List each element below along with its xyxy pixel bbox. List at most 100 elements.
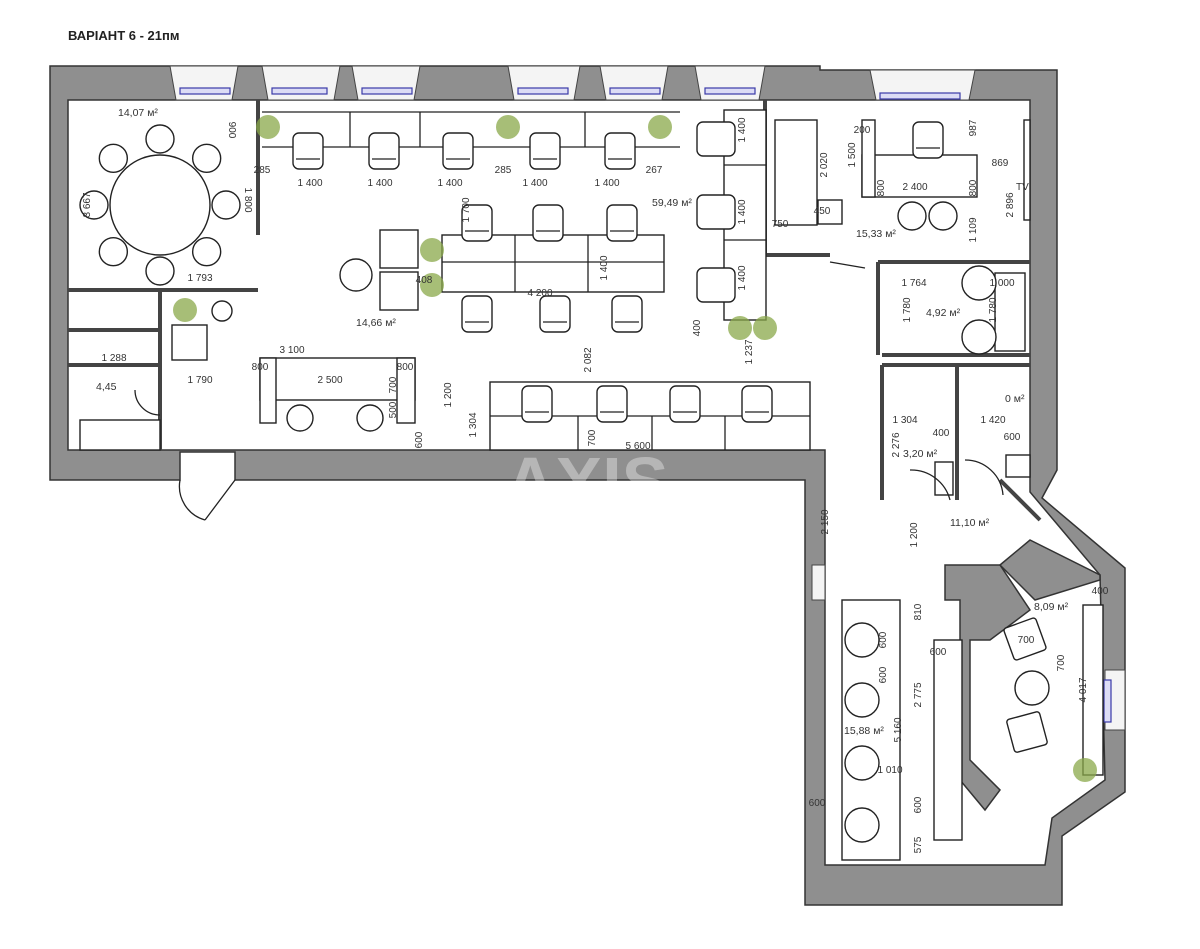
dimension-label: 450 xyxy=(814,206,831,217)
dimension-label: 600 xyxy=(930,647,947,658)
dimension-label: 1 200 xyxy=(443,382,454,407)
plant-icon xyxy=(648,115,672,139)
round-seat xyxy=(1014,670,1050,706)
bay-wall xyxy=(998,539,1101,601)
watermark: AXIS xyxy=(505,443,668,521)
area-lounge: 8,09 м² xyxy=(1034,601,1069,613)
round-seat xyxy=(211,300,233,322)
meeting-chair xyxy=(98,236,129,267)
office-chair xyxy=(442,132,474,170)
dimension-label: 2 400 xyxy=(902,182,927,193)
plant-icon xyxy=(256,115,280,139)
meeting-chair xyxy=(191,143,222,174)
office-chair xyxy=(521,385,553,423)
dimension-label: 1 400 xyxy=(522,178,547,189)
dimension-label: 1 400 xyxy=(297,178,322,189)
dimension-label: 5 160 xyxy=(893,717,904,742)
dimension-label: 400 xyxy=(692,319,703,336)
meeting-chair xyxy=(145,124,175,154)
round-seat xyxy=(844,745,880,781)
dimension-label: 267 xyxy=(646,165,663,176)
dimension-label: 987 xyxy=(968,119,979,136)
radiators xyxy=(179,87,1112,723)
dimension-label: 500 xyxy=(388,401,399,418)
dimension-label: 5 600 xyxy=(625,441,650,452)
round-seat xyxy=(339,258,373,292)
dimension-label: 1 764 xyxy=(901,278,926,289)
plant-icon xyxy=(753,316,777,340)
meeting-chair xyxy=(145,256,175,286)
dimension-label: 285 xyxy=(495,165,512,176)
office-chair xyxy=(368,132,400,170)
meeting-chair xyxy=(191,236,222,267)
dimension-label: 1 420 xyxy=(980,415,1005,426)
dimension-label: 1 109 xyxy=(968,217,979,242)
dimension-label: 800 xyxy=(397,362,414,373)
office-chair xyxy=(604,132,636,170)
area-reception: 14,66 м² xyxy=(356,317,396,329)
plant-icon xyxy=(1073,758,1097,782)
dimension-label: 200 xyxy=(854,125,871,136)
area-entry-storage: 4,45 xyxy=(96,381,117,393)
dimension-label: 4 017 xyxy=(1078,677,1089,702)
dimension-label: 600 xyxy=(913,796,924,813)
dimension-label: 1 400 xyxy=(594,178,619,189)
area-small-room: 4,92 м² xyxy=(926,307,961,319)
office-chair xyxy=(461,295,493,333)
round-seat xyxy=(844,682,880,718)
plants xyxy=(173,115,1097,782)
dimension-label: 700 xyxy=(1056,654,1067,671)
dimension-label: 1 010 xyxy=(877,765,902,776)
dimension-label: 2 150 xyxy=(820,509,831,534)
office-chair xyxy=(461,204,493,242)
dimension-label: 600 xyxy=(878,631,889,648)
dimension-label: 1 200 xyxy=(909,522,920,547)
dimension-label: 750 xyxy=(772,219,789,230)
round-seat xyxy=(286,404,314,432)
dimension-label: 810 xyxy=(913,603,924,620)
plant-icon xyxy=(420,238,444,262)
dimension-label: 2 082 xyxy=(583,347,594,372)
plant-icon xyxy=(420,273,444,297)
lounge-armchair xyxy=(1003,617,1047,661)
dimension-label: 2 276 xyxy=(891,432,902,457)
dimension-label: 1 800 xyxy=(242,187,253,212)
dimension-label: 1 780 xyxy=(988,297,999,322)
dimension-label: 1 500 xyxy=(847,142,858,167)
plant-icon xyxy=(728,316,752,340)
dimension-label: 1 304 xyxy=(468,412,479,437)
round-seat xyxy=(844,807,880,843)
dimension-label: 408 xyxy=(416,275,433,286)
office-chair xyxy=(532,204,564,242)
round-seat xyxy=(897,201,927,231)
dimension-label: 1 400 xyxy=(437,178,462,189)
dimension-label: 1 400 xyxy=(737,265,748,290)
dimension-label: 800 xyxy=(968,179,979,196)
dimension-label: 800 xyxy=(252,362,269,373)
meeting-chair xyxy=(98,143,129,174)
office-chair xyxy=(696,121,736,157)
plan-title: ВАРІАНТ 6 - 21пм xyxy=(68,28,180,43)
dimension-label: 2 896 xyxy=(1005,192,1016,217)
dimension-label: 2 775 xyxy=(913,682,924,707)
dimension-label: 2 500 xyxy=(317,375,342,386)
area-open-space: 59,49 м² xyxy=(652,197,692,209)
dimension-label: 800 xyxy=(876,179,887,196)
tv-label: TV xyxy=(1016,182,1029,193)
office-chair xyxy=(741,385,773,423)
dimension-label: 1 237 xyxy=(744,339,755,364)
dimension-label: 1 304 xyxy=(892,415,917,426)
area-wc-2: 0 м² xyxy=(1005,393,1025,405)
area-hall: 11,10 м² xyxy=(950,517,990,529)
office-chair xyxy=(596,385,628,423)
round-seat xyxy=(844,622,880,658)
meeting-chair xyxy=(211,190,241,220)
dimension-label: 1 288 xyxy=(101,353,126,364)
dimension-label: 600 xyxy=(414,431,425,448)
round-seat xyxy=(928,201,958,231)
lounge-armchair xyxy=(1006,711,1048,753)
dimension-label: 1 400 xyxy=(737,199,748,224)
dimension-label: 1 400 xyxy=(367,178,392,189)
office-chair xyxy=(292,132,324,170)
area-labels: 14,07 м² 59,49 м² 14,66 м² 15,33 м² 4,92… xyxy=(96,107,1069,737)
